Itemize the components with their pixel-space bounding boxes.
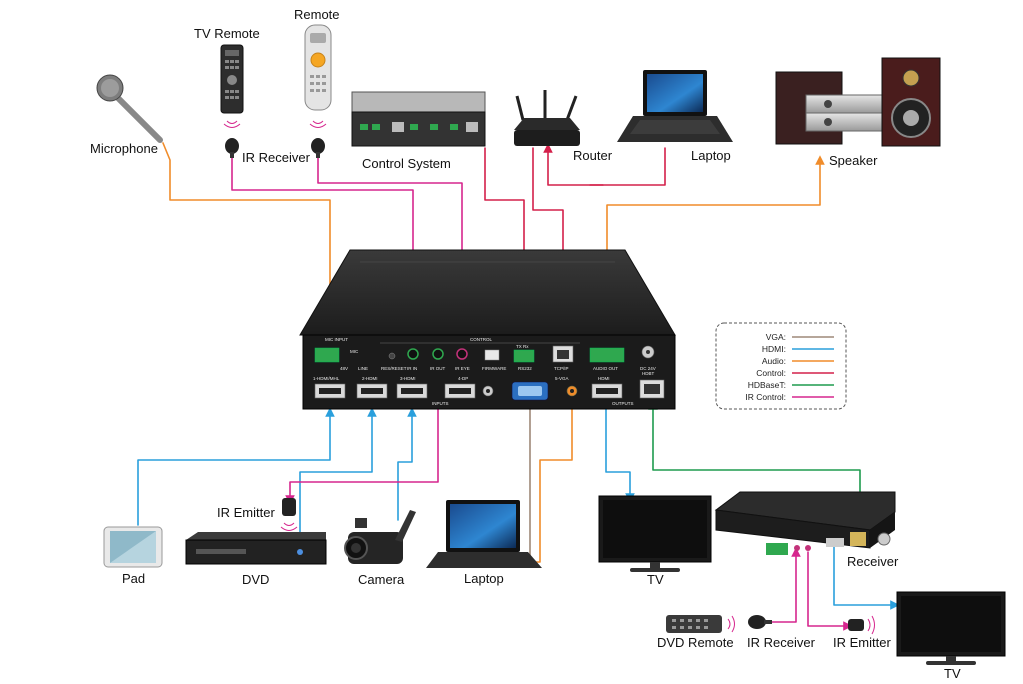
tv-receiver-label: TV	[944, 666, 961, 681]
camera-label: Camera	[358, 572, 405, 587]
panel-mic-input-label: MIC INPUT	[325, 337, 348, 342]
panel-control-label: CONTROL	[470, 337, 492, 342]
wire-vga-audio	[519, 397, 577, 563]
router-label: Router	[573, 148, 613, 163]
legend-label: VGA:	[766, 332, 786, 342]
ir-in-port[interactable]	[407, 348, 419, 360]
receiver-phoenix-port[interactable]	[766, 543, 788, 555]
wire-receiver-tv	[833, 544, 900, 610]
wire-pad-hdmi	[137, 407, 335, 526]
legend-label: Control:	[756, 368, 786, 378]
panel-inputs-label: INPUTS	[432, 401, 449, 406]
panel-txrx-label: TX Rx	[516, 344, 529, 349]
legend-label: IR Control:	[745, 392, 786, 402]
ir-receiver-bottom-label: IR Receiver	[747, 635, 816, 650]
wire-hdmi-out	[605, 404, 635, 503]
pad-device	[103, 526, 163, 568]
ir-emitter-dvd-label: IR Emitter	[217, 505, 275, 520]
receiver-ir-port-1[interactable]	[794, 545, 800, 551]
microphone-label: Microphone	[90, 141, 158, 156]
rs232-port[interactable]	[513, 349, 535, 363]
speaker-label: Speaker	[829, 153, 878, 168]
panel-firmware-label: FIRMWARE	[482, 366, 506, 371]
audio-out-port[interactable]	[589, 347, 625, 363]
wire-camera-hdmi	[397, 407, 417, 521]
tv-remote-device	[220, 44, 244, 114]
receiver-ir-port-2[interactable]	[805, 545, 811, 551]
panel-line-label: LINE	[358, 366, 368, 371]
laptop-top-device	[617, 70, 733, 142]
receiver-device	[714, 491, 896, 555]
wire-rx-ir-out	[807, 551, 853, 631]
wire-ir-out	[285, 359, 439, 505]
panel-mic-label: MIC	[350, 349, 359, 354]
panel-hdbt-label: HDBT	[642, 371, 655, 376]
receiver-hdmi-port[interactable]	[826, 538, 844, 547]
panel-hdmi-out-label: HDMI	[598, 376, 610, 381]
ir-signal-icon	[223, 120, 327, 128]
ir-emitter-bottom-label: IR Emitter	[833, 635, 891, 650]
panel-ir-in-label: IR IN	[407, 366, 417, 371]
dvd-device	[185, 532, 327, 565]
panel-hdmi2-label: 2-HDMI	[362, 376, 378, 381]
panel-tcpip-label: TCP/IP	[554, 366, 569, 371]
control-system-device	[351, 91, 486, 147]
ir-emitter-dvd-device	[280, 498, 298, 531]
router-device	[514, 90, 580, 146]
panel-dc-label: DC 24V	[640, 366, 656, 371]
microphone-device	[96, 74, 163, 143]
panel-rs232-label: RS232	[518, 366, 532, 371]
pad-label: Pad	[122, 571, 145, 586]
panel-ir-out-label: IR OUT	[430, 366, 446, 371]
firmware-port[interactable]	[484, 349, 500, 361]
ir-receiver-top-device	[225, 138, 325, 158]
mic-input-port[interactable]	[314, 347, 340, 363]
panel-res-reset-label: RES/RESET	[381, 366, 407, 371]
panel-ir-eye-label: IR EYE	[455, 366, 470, 371]
wire-mic-audio	[162, 142, 335, 350]
matrix-switcher: MIC INPUT CONTROL MIC 48V LINE RES/RESET…	[299, 249, 676, 410]
panel-hdmi1-label: 1-HDMI/MHL	[313, 376, 340, 381]
laptop-top-label: Laptop	[691, 148, 731, 163]
laptop-bottom-device	[426, 500, 542, 568]
panel-48v-label: 48V	[340, 366, 348, 371]
control-system-label: Control System	[362, 156, 451, 171]
tv-main-device	[598, 495, 712, 572]
speaker-device	[775, 57, 941, 147]
tv-receiver-device	[896, 591, 1006, 665]
ir-receiver-bottom-device	[748, 615, 772, 629]
ir-receiver-top-label: IR Receiver	[242, 150, 311, 165]
receiver-label: Receiver	[847, 554, 899, 569]
ir-out-port[interactable]	[432, 348, 444, 360]
remote-device	[304, 24, 332, 111]
panel-outputs-label: OUTPUTS	[612, 401, 634, 406]
panel-dp-label: 4-DP	[458, 376, 468, 381]
ir-eye-port[interactable]	[456, 348, 468, 360]
receiver-hdbt-port[interactable]	[850, 532, 866, 546]
wire-rx-ir-in	[769, 547, 801, 623]
legend-label: Audio:	[762, 356, 786, 366]
receiver-power-port[interactable]	[877, 532, 891, 546]
panel-hdmi3-label: 3-HDMI	[400, 376, 416, 381]
tv-remote-label: TV Remote	[194, 26, 260, 41]
panel-vga-label: 5-VGA	[555, 376, 569, 381]
wire-dvd-hdmi	[299, 407, 377, 536]
ir-emitter-bottom-device	[848, 615, 875, 635]
tv-main-label: TV	[647, 572, 664, 587]
legend-label: HDMI:	[762, 344, 786, 354]
dvd-label: DVD	[242, 572, 269, 587]
dvd-remote-device	[666, 615, 735, 633]
reset-button[interactable]	[388, 352, 396, 360]
dvd-remote-label: DVD Remote	[657, 635, 734, 650]
legend: VGA: HDMI: Audio: Control: HDBaseT: IR Contro…	[715, 322, 847, 410]
laptop-bottom-label: Laptop	[464, 571, 504, 586]
remote-label: Remote	[294, 7, 340, 22]
legend-label: HDBaseT:	[748, 380, 786, 390]
panel-audio-out-label: AUDIO OUT	[593, 366, 618, 371]
camera-device	[344, 510, 416, 564]
